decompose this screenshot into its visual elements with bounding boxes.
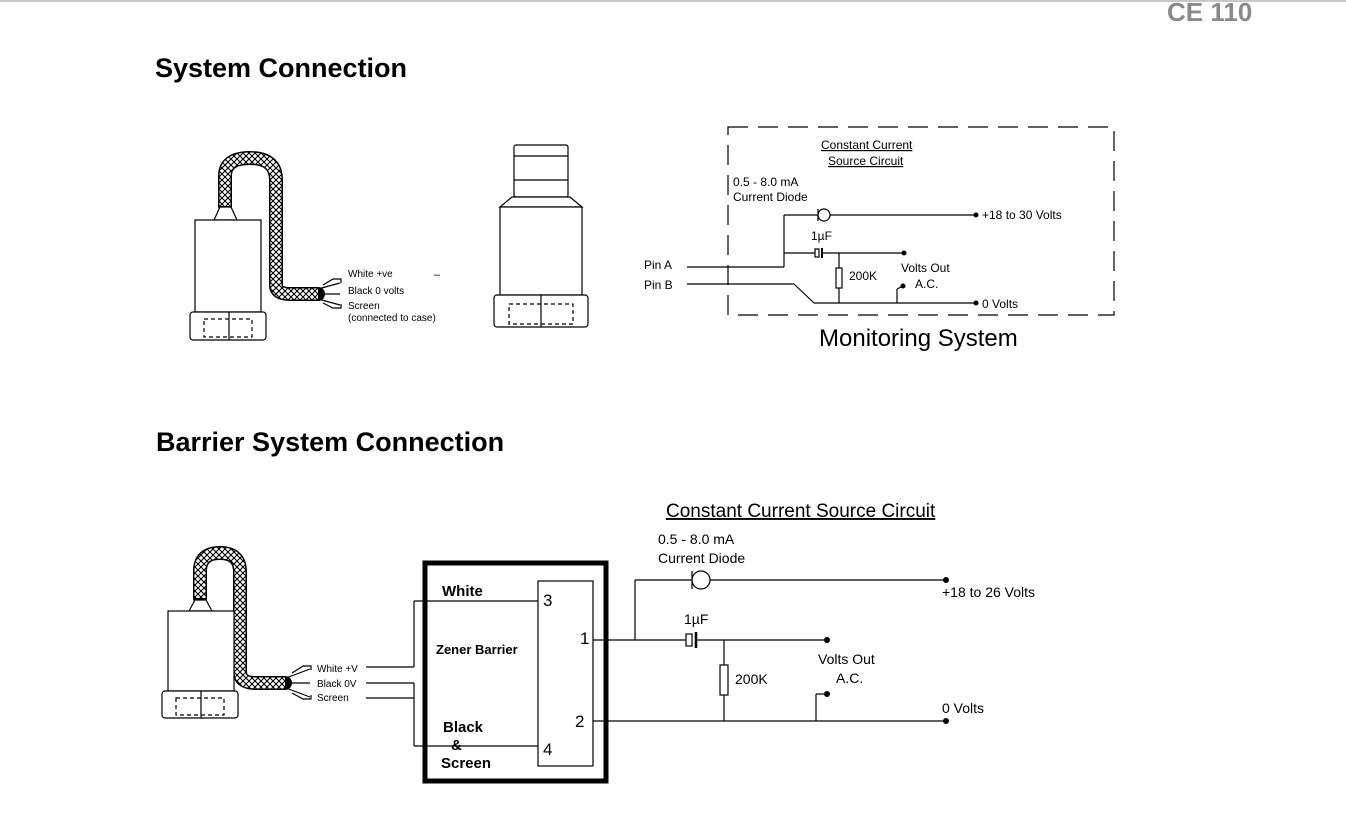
barrier-system-connection-title: Barrier System Connection [156,427,505,457]
top-volts-out-label-2: A.C. [915,277,938,291]
terminal-volts-out-top [901,250,907,256]
pin-b-label: Pin B [644,278,673,292]
cable-label-screen: Screen [348,301,380,312]
terminal-3-label: 3 [543,591,552,610]
terminal-supply-bottom [943,577,949,583]
bottom-cap-label: 1µF [684,611,708,627]
bottom-circuit-title: Constant Current Source Circuit [666,501,936,522]
top-supply-label: +18 to 30 Volts [982,208,1062,222]
bottom-resistor-label: 200K [735,671,768,687]
barrier-white-label: White [442,583,483,600]
bottom-terminals [824,577,949,724]
document-code: CE 110 [1167,0,1253,27]
terminal-1-label: 1 [580,629,589,648]
barrier-black-label: Black [443,719,484,736]
zener-barrier-box [422,560,609,784]
top-resistor-label: 200K [849,269,877,283]
cable-label-screen-note: (connected to case) [348,313,436,324]
stray-dash: – [434,269,441,281]
top-circuit-title-1: Constant Current [821,138,913,152]
top-cap-label: 1µF [811,229,832,243]
top-volts-out-label-1: Volts Out [901,261,950,275]
sensor-with-cable-top [189,150,342,341]
top-diode-label-1: 0.5 - 8.0 mA [733,175,798,189]
cable-label-white: White +ve [348,269,393,280]
bottom-circuit-wiring [593,570,946,722]
bottom-cable-wiring [366,600,538,747]
sensor-with-cable-bottom [161,545,312,719]
bottom-cable-label-black: Black 0V [317,679,357,690]
terminal-zero-top [973,300,979,306]
barrier-zener-label: Zener Barrier [436,642,518,657]
terminal-2-label: 2 [575,712,584,731]
bottom-volts-out-label-1: Volts Out [818,651,875,667]
terminal-4-label: 4 [543,740,552,759]
bottom-diode-label-1: 0.5 - 8.0 mA [658,531,735,547]
cable-label-black: Black 0 volts [348,286,404,297]
system-connection-title: System Connection [155,53,408,83]
top-circuit-wiring [687,208,976,304]
top-rule [0,0,1346,2]
terminal-ac-top [900,283,906,289]
terminal-ac-bottom [824,691,830,697]
bottom-cable-label-white: White +V [317,664,358,675]
sensor-connector-top [493,144,589,328]
monitoring-system-box [727,126,1115,316]
bottom-cable-label-screen: Screen [317,693,349,704]
terminal-zero-bottom [943,718,949,724]
pin-a-label: Pin A [644,258,672,272]
barrier-amp-label: & [451,737,462,754]
monitoring-system-label: Monitoring System [819,325,1018,352]
bottom-supply-label: +18 to 26 Volts [942,584,1035,600]
bottom-volts-out-label-2: A.C. [836,670,863,686]
bottom-zero-label: 0 Volts [942,700,984,716]
terminal-volts-out-bottom [824,637,830,643]
bottom-diode-label-2: Current Diode [658,550,745,566]
terminal-supply-top [973,212,979,218]
barrier-screen-label: Screen [441,755,491,772]
top-zero-label: 0 Volts [982,297,1018,311]
top-circuit-title-2: Source Circuit [828,154,904,168]
top-terminals [900,212,979,306]
top-diode-label-2: Current Diode [733,190,808,204]
